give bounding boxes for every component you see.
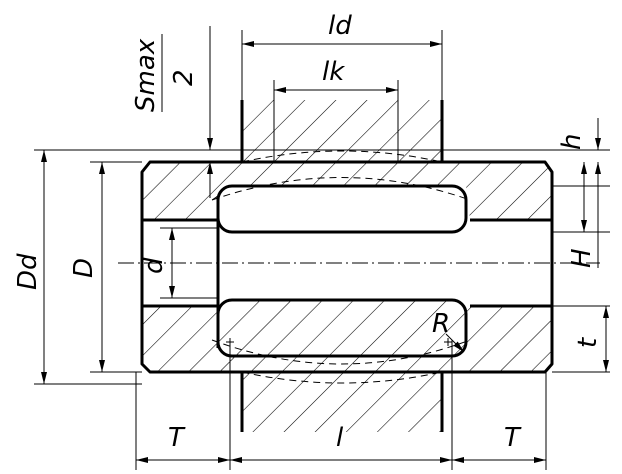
label-d: d [139, 257, 169, 274]
part-outlines [140, 100, 554, 432]
roller-lower [216, 298, 468, 358]
label-smax-divisor: 2 [169, 69, 199, 86]
dim-R-leader [445, 333, 465, 353]
roller-upper [216, 184, 468, 234]
label-h: h [557, 134, 587, 150]
label-R: R [432, 309, 450, 339]
label-l: l [336, 423, 344, 453]
label-smax: Smax [131, 38, 161, 112]
label-T-left: T [168, 423, 186, 453]
hidden-lines [211, 150, 471, 384]
ring-outer-outline [140, 160, 554, 374]
hatching [142, 100, 552, 432]
label-Dd: Dd [13, 253, 43, 290]
dimension-lines [41, 26, 609, 463]
dimension-labels: ld lk Smax 2 Dd D d h H t R T l T [13, 11, 603, 453]
extension-lines [34, 30, 610, 470]
label-lk: lk [322, 57, 345, 87]
label-ld: ld [328, 11, 352, 41]
label-H: H [567, 248, 597, 268]
label-T-right: T [504, 423, 522, 453]
label-t: t [573, 337, 603, 348]
label-D: D [69, 258, 99, 278]
